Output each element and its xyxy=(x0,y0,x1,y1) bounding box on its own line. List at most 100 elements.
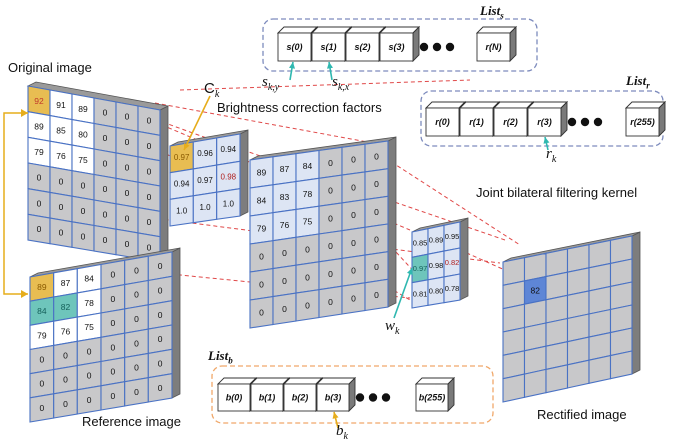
list-r-ellipsis-dot xyxy=(567,117,577,127)
reference-image-grid-value: 0 xyxy=(134,363,139,373)
reference-image-grid-value: 0 xyxy=(134,290,139,300)
list-s-cell-top xyxy=(378,26,421,34)
original-image-grid-value: 91 xyxy=(56,100,66,110)
corrected-image-grid-value: 0 xyxy=(328,213,333,223)
skx-label: sk,x xyxy=(332,74,350,93)
list-b-title: Listb xyxy=(208,348,233,366)
corrected-image-grid-value: 0 xyxy=(259,279,264,289)
list-s-last-cell-side xyxy=(509,25,517,63)
original-image-grid-value: 0 xyxy=(59,202,64,212)
original-image-grid-value: 0 xyxy=(103,184,108,194)
list-b-last-cell-face xyxy=(415,383,449,412)
list-s-last-cell-top xyxy=(475,26,518,34)
list-b: b(0)b(1)b(2)b(3)b(255) xyxy=(211,365,494,424)
corrected-image-grid-value: 79 xyxy=(257,223,267,233)
brightness-factors-grid-value: 0.96 xyxy=(197,149,213,158)
reference-image-label: Reference image xyxy=(82,414,181,429)
reference-image-grid-value: 0 xyxy=(134,387,139,397)
pixel-link-line xyxy=(3,112,28,295)
list-s-last-cell-label: r(N) xyxy=(486,42,502,52)
wk-label: wk xyxy=(385,318,400,337)
reference-image-grid-value: 0 xyxy=(63,399,68,409)
original-image-grid-value: 0 xyxy=(125,137,130,147)
joint-kernel-grid-value: 0.80 xyxy=(429,287,444,296)
original-image-grid-value: 0 xyxy=(125,188,130,198)
brightness-factors-grid-value: 1.0 xyxy=(176,206,188,215)
reference-image-grid-cell xyxy=(147,373,173,403)
original-image-grid-value: 0 xyxy=(147,116,152,126)
joint-kernel-grid-value: 0.89 xyxy=(429,235,444,244)
reference-image-grid-value: 0 xyxy=(158,286,163,296)
brightness-factors-grid-value: 0.94 xyxy=(221,145,237,154)
list-r-cell-label: r(2) xyxy=(503,117,518,127)
projection-line-10 xyxy=(179,79,471,91)
rk-arrow xyxy=(543,136,550,151)
corrected-image-grid-cell xyxy=(364,278,389,312)
pixel-link-bracket xyxy=(3,109,28,298)
reference-image-grid-value: 89 xyxy=(37,282,47,292)
reference-image-grid-value: 87 xyxy=(61,278,71,288)
corrected-image-grid-value: 0 xyxy=(305,272,310,282)
reference-image-grid-value: 0 xyxy=(110,294,115,304)
brightness-factors-grid-side-face xyxy=(239,129,249,217)
reference-image-grid-value: 0 xyxy=(134,265,139,275)
list-b-cell-face xyxy=(283,383,317,412)
rk-label: rk xyxy=(546,146,557,165)
sky-arrow xyxy=(289,61,295,81)
original-image-grid-value: 79 xyxy=(34,147,44,157)
list-b-cell-face xyxy=(250,383,284,412)
list-s-cell-face xyxy=(379,32,414,62)
rectified-image-grid-cell xyxy=(609,350,633,380)
list-s-ellipsis-dot xyxy=(419,42,429,52)
original-image-grid-value: 0 xyxy=(81,231,86,241)
original-image-grid-value: 0 xyxy=(103,210,108,220)
list-b-cell-label: b(0) xyxy=(226,393,243,403)
corrected-image-grid-value: 84 xyxy=(257,195,267,205)
corrected-image-grid-value: 0 xyxy=(259,307,264,317)
original-image-grid-value: 89 xyxy=(78,104,88,114)
list-s-cell-label: s(0) xyxy=(286,42,302,52)
list-r: r(0)r(1)r(2)r(3)r(255) xyxy=(420,90,667,147)
list-r-ellipsis-dot xyxy=(580,117,590,127)
reference-image-grid-value: 0 xyxy=(63,375,68,385)
original-image-grid-value: 0 xyxy=(103,235,108,245)
original-image-grid-value: 0 xyxy=(147,217,152,227)
list-r-cell-face xyxy=(459,107,494,137)
original-image-grid-value: 0 xyxy=(81,206,86,216)
joint-kernel-grid-value: 0.98 xyxy=(429,261,444,270)
list-r-cell-top xyxy=(458,101,501,109)
list-r-cell-label: r(1) xyxy=(469,117,484,127)
reference-image-grid-value: 0 xyxy=(87,346,92,356)
rectified-image-grid-value: 82 xyxy=(531,285,541,295)
reference-image-grid-value: 0 xyxy=(158,261,163,271)
projection-line-3 xyxy=(154,102,374,144)
corrected-image-grid-value: 0 xyxy=(374,179,379,189)
reference-image-grid-value: 84 xyxy=(84,274,94,284)
wk-arrow-head xyxy=(407,268,413,275)
list-r-ellipsis-dot xyxy=(593,117,603,127)
joint-kernel-grid-value: 0.97 xyxy=(413,264,428,273)
reference-image-grid-value: 76 xyxy=(61,326,71,336)
corrected-image-grid-value: 0 xyxy=(374,207,379,217)
ck-arrow xyxy=(183,95,211,151)
joint-kernel-grid-value: 0.85 xyxy=(413,239,428,248)
corrected-image-grid-value: 0 xyxy=(351,238,356,248)
reference-image-grid-value: 84 xyxy=(37,306,47,316)
brightness-factors-label: Brightness correction factors xyxy=(217,100,382,115)
corrected-image-grid-value: 0 xyxy=(374,235,379,245)
list-b-cell-face xyxy=(217,383,251,412)
corrected-image-grid-value: 0 xyxy=(328,158,333,168)
rectified-image-grid-cell xyxy=(502,373,526,403)
corrected-image-grid-value: 0 xyxy=(282,276,287,286)
original-image-grid-value: 0 xyxy=(37,173,42,183)
reference-image-grid-value: 0 xyxy=(110,318,115,328)
original-image-grid-value: 0 xyxy=(125,163,130,173)
corrected-image-grid-value: 78 xyxy=(303,189,313,199)
rectified-image-grid-cell xyxy=(588,354,612,384)
original-image-grid-value: 89 xyxy=(34,121,44,131)
skx-arrow-head xyxy=(327,62,333,69)
original-image-grid-value: 0 xyxy=(147,141,152,151)
list-b-frame xyxy=(211,365,494,424)
